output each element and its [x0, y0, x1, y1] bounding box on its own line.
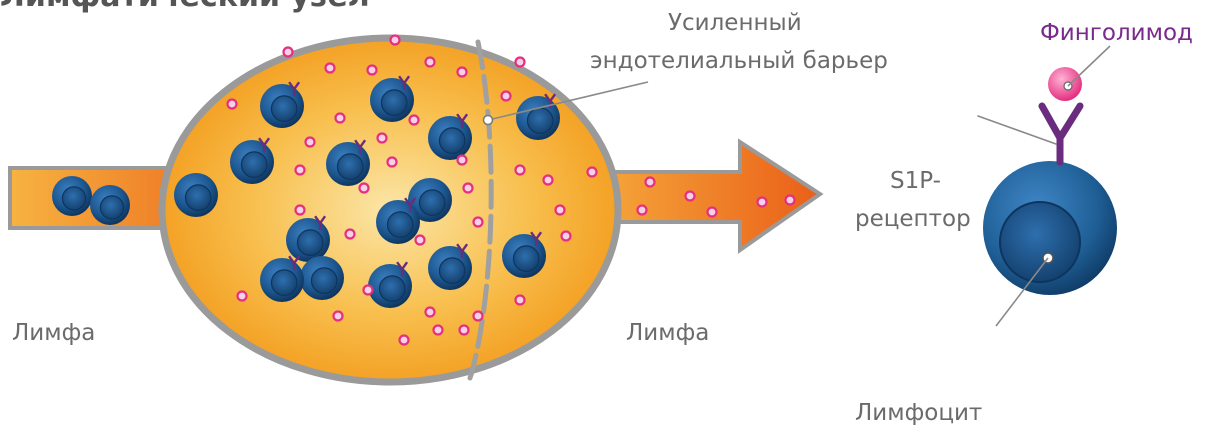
lymphocyte-icon: [52, 176, 92, 216]
fingolimod-label: Финголимод: [1040, 20, 1193, 46]
fingolimod-dot: [588, 168, 597, 177]
fingolimod-dot: [758, 198, 767, 207]
fingolimod-dot: [368, 66, 377, 75]
fingolimod-dot: [638, 206, 647, 215]
receptor-label-line2: рецептор: [855, 206, 971, 232]
fingolimod-dot: [686, 192, 695, 201]
fingolimod-dot: [516, 58, 525, 67]
fingolimod-dot: [460, 326, 469, 335]
s1p-receptor-icon: [978, 106, 1080, 162]
lymphocyte-label: Лимфоцит: [855, 400, 982, 425]
fingolimod-dot: [556, 206, 565, 215]
fingolimod-dot: [388, 158, 397, 167]
fingolimod-dot: [544, 176, 553, 185]
receptor-label-line1: S1P-: [890, 168, 941, 194]
fingolimod-dot: [646, 178, 655, 187]
fingolimod-dot: [474, 218, 483, 227]
fingolimod-dot: [326, 64, 335, 73]
lymphocyte-detail: [983, 161, 1117, 326]
barrier-label-line1: Усиленный: [668, 10, 802, 36]
lymphocyte-icon: [90, 185, 130, 225]
fingolimod-dot: [238, 292, 247, 301]
fingolimod-dot: [284, 48, 293, 57]
fingolimod-dot: [516, 166, 525, 175]
fingolimod-dot: [306, 138, 315, 147]
fingolimod-dot: [360, 184, 369, 193]
fingolimod-dot: [410, 116, 419, 125]
page-title: Лимфатический узел: [0, 0, 370, 14]
fingolimod-dot: [334, 312, 343, 321]
fingolimod-dot: [378, 134, 387, 143]
fingolimod-dot: [426, 58, 435, 67]
fingolimod-dot: [786, 196, 795, 205]
fingolimod-dot: [474, 312, 483, 321]
fingolimod-dot: [426, 308, 435, 317]
fingolimod-dot: [516, 296, 525, 305]
fingolimod-dot: [364, 286, 373, 295]
barrier-label-line2: эндотелиальный барьер: [590, 48, 888, 74]
fingolimod-dot: [296, 166, 305, 175]
fingolimod-dot: [296, 206, 305, 215]
fingolimod-dot: [464, 184, 473, 193]
fingolimod-dot: [458, 68, 467, 77]
lymphocyte-icon: [174, 173, 218, 217]
lymph-out-label: Лимфа: [626, 320, 709, 346]
fingolimod-dot: [502, 92, 511, 101]
fingolimod-dot: [346, 230, 355, 239]
fingolimod-dot: [336, 114, 345, 123]
fingolimod-dot: [562, 232, 571, 241]
fingolimod-dot: [228, 100, 237, 109]
fingolimod-bound-icon: [1048, 46, 1110, 101]
fingolimod-dot: [458, 156, 467, 165]
fingolimod-dot: [416, 236, 425, 245]
lymph-in-label: Лимфа: [12, 320, 95, 346]
lymphocyte-icon: [300, 256, 344, 300]
fingolimod-dot: [434, 326, 443, 335]
fingolimod-dot: [400, 336, 409, 345]
fingolimod-dot: [708, 208, 717, 217]
fingolimod-dot: [391, 36, 400, 45]
